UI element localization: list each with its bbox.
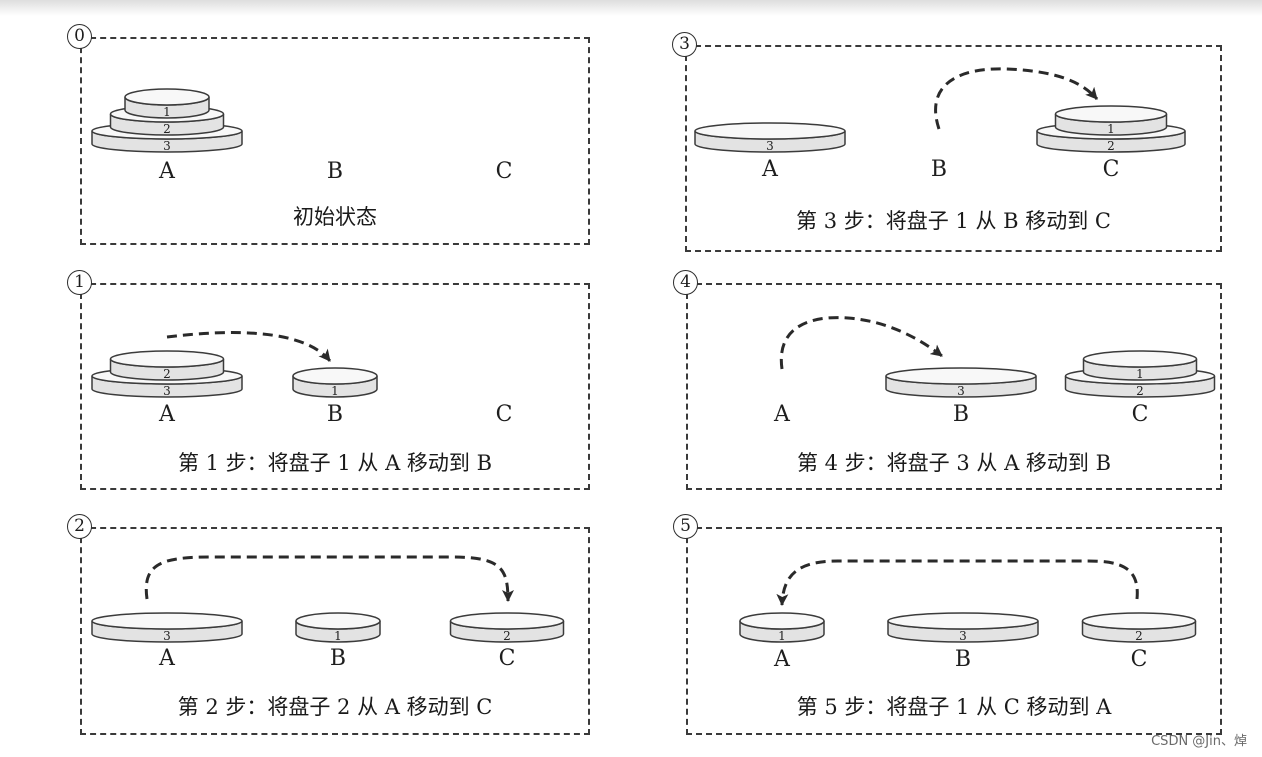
disk-2: 2: [449, 612, 565, 643]
disk-number: 2: [503, 629, 511, 643]
disk-1: 1: [292, 367, 378, 398]
panel-step-3: 3 2 1 3 A B C 第 3 步：将盘子 1 从 B 移动到 C: [672, 32, 1222, 252]
disk-number: 2: [163, 122, 171, 136]
step-number-badge: 0: [67, 24, 92, 49]
peg-label-a: A: [774, 402, 790, 427]
panel-caption: 第 1 步：将盘子 1 从 A 移动到 B: [177, 451, 493, 475]
step-number-badge: 5: [673, 514, 698, 539]
disk-3: 3: [885, 367, 1037, 398]
panel-scene: 3 2 1: [694, 67, 1186, 153]
panel-caption: 第 3 步：将盘子 1 从 B 移动到 C: [796, 209, 1111, 233]
disk-top-face: [1082, 350, 1198, 368]
disk-number: 1: [163, 105, 171, 119]
peg-label-c: C: [1102, 157, 1120, 182]
disk-top-face: [109, 350, 225, 368]
disk-1: 1: [739, 612, 825, 643]
disk-top-face: [694, 122, 846, 140]
disk-number: 3: [957, 384, 965, 398]
peg-label-b: B: [954, 647, 972, 672]
panel-scene: 3 2 1: [91, 331, 378, 398]
panel-step-0: 3 2 1 0 A B C 初始状态: [67, 24, 590, 245]
disk-1: 1: [1054, 105, 1168, 136]
disk-number: 3: [163, 384, 171, 398]
disk-top-face: [124, 88, 210, 106]
disk-top-face: [885, 367, 1037, 385]
peg-label-a: A: [159, 402, 175, 427]
peg-label-a: A: [762, 157, 778, 182]
peg-label-a: A: [774, 647, 790, 672]
watermark: CSDN @Jin、焯: [1151, 734, 1247, 749]
panel-caption: 第 5 步：将盘子 1 从 C 移动到 A: [796, 695, 1112, 719]
disk-number: 2: [1136, 384, 1144, 398]
peg-label-c: C: [498, 646, 516, 671]
peg-label-c: C: [1131, 402, 1149, 427]
panel-scene: 1 3 2: [739, 559, 1197, 643]
disk-top-face: [295, 612, 381, 630]
move-arrow: [934, 67, 1099, 130]
panel-scene: 3 1 2: [91, 555, 565, 643]
panel-caption: 第 2 步：将盘子 2 从 A 移动到 C: [177, 695, 493, 719]
disk-number: 3: [766, 139, 774, 153]
peg-label-a: A: [159, 159, 175, 184]
disk-number: 2: [1135, 629, 1143, 643]
panel-step-4: 3 2 1 4 A B C 第 4 步：将盘子 3 从 A 移动到 B: [673, 270, 1222, 490]
step-number-badge: 3: [672, 32, 697, 57]
disk-top-face: [91, 612, 243, 630]
move-arrow: [144, 555, 514, 602]
disk-top-face: [1054, 105, 1168, 123]
screen-top-edge: [0, 0, 1262, 16]
disk-top-face: [1081, 612, 1197, 630]
disk-3: 3: [694, 122, 846, 153]
disk-1: 1: [295, 612, 381, 643]
panel-caption: 第 4 步：将盘子 3 从 A 移动到 B: [796, 451, 1112, 475]
peg-label-c: C: [495, 402, 513, 427]
disk-1: 1: [124, 88, 210, 119]
panel-step-1: 3 2 1 1 A B C 第 1 步：将盘子 1 从 A 移动到 B: [67, 270, 590, 490]
disk-number: 1: [331, 384, 339, 398]
disk-number: 1: [334, 629, 342, 643]
peg-label-b: B: [930, 157, 948, 182]
disk-number: 1: [778, 629, 786, 643]
peg-label-b: B: [326, 402, 344, 427]
disk-number: 3: [959, 629, 967, 643]
move-arrow: [776, 559, 1139, 606]
disk-2: 2: [1081, 612, 1197, 643]
step-number-badge: 4: [673, 270, 698, 295]
step-number-badge: 1: [67, 270, 92, 295]
disk-top-face: [739, 612, 825, 630]
disk-number: 2: [163, 367, 171, 381]
disk-top-face: [887, 612, 1039, 630]
peg-label-b: B: [326, 159, 344, 184]
peg-label-a: A: [159, 646, 175, 671]
disk-top-face: [292, 367, 378, 385]
move-arrow: [779, 316, 943, 370]
panel-scene: 3 2 1: [91, 88, 243, 153]
step-number-badge: 2: [67, 514, 92, 539]
peg-label-b: B: [952, 402, 970, 427]
panel-caption: 初始状态: [293, 205, 377, 229]
panel-step-2: 3 1 2 2 A B C 第 2 步：将盘子 2 从 A 移动到 C: [67, 514, 590, 735]
peg-label-c: C: [1130, 647, 1148, 672]
peg-label-c: C: [495, 159, 513, 184]
disk-1: 1: [1082, 350, 1198, 381]
move-arrow: [166, 331, 332, 362]
disk-number: 3: [163, 139, 171, 153]
panel-step-5: 1 3 2 5 A B C 第 5 步：将盘子 1 从 C 移动到 A: [673, 514, 1222, 735]
disk-number: 3: [163, 629, 171, 643]
peg-label-b: B: [329, 646, 347, 671]
disk-number: 1: [1136, 367, 1144, 381]
disk-number: 2: [1107, 139, 1115, 153]
disk-top-face: [449, 612, 565, 630]
disk-3: 3: [887, 612, 1039, 643]
disk-3: 3: [91, 612, 243, 643]
panel-scene: 3 2 1: [779, 316, 1216, 398]
disk-number: 1: [1107, 122, 1115, 136]
disk-2: 2: [109, 350, 225, 381]
